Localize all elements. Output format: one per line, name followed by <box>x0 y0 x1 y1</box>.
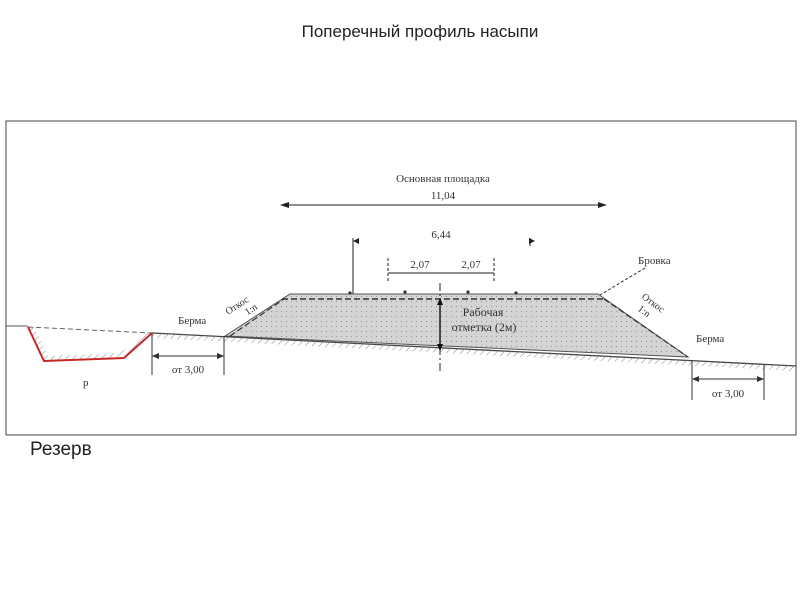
dist-left-arrow-1 <box>152 353 159 359</box>
bevel-left-label: 2,07 <box>410 259 430 271</box>
inner-width-arrow-left <box>353 238 359 244</box>
ground-dashed-extension <box>27 326 153 334</box>
reserve-pit <box>27 326 153 363</box>
reserve-caption: Резерв <box>30 439 92 460</box>
working-mark-arrow-bottom <box>437 344 443 351</box>
rail-marker <box>403 290 407 294</box>
edge-leader <box>599 267 646 296</box>
dist-right-arrow-2 <box>757 376 764 382</box>
main-platform-width: 11,04 <box>431 190 456 202</box>
reserve-mark: р <box>83 377 89 389</box>
reserve-pit-hatch <box>28 327 152 361</box>
working-mark-label-line2: отметка (2м) <box>452 320 517 334</box>
dist-right-arrow-1 <box>692 376 699 382</box>
ground-hatch <box>152 333 796 371</box>
working-mark-arrow-top <box>437 298 443 305</box>
drawing-frame <box>5 120 797 436</box>
main-platform-arrow-right <box>598 202 607 208</box>
edge-label: Бровка <box>638 255 671 267</box>
berm-right-label: Берма <box>696 333 724 345</box>
rail-marker <box>514 291 518 295</box>
berm-left-label: Берма <box>178 315 206 327</box>
main-platform-arrow-left <box>280 202 289 208</box>
rail-marker <box>348 291 352 295</box>
inner-width-arrow-right <box>529 238 535 244</box>
slope-dashed-right <box>603 298 689 358</box>
slide-title: Поперечный профиль насыпи <box>301 22 539 41</box>
rail-marker <box>466 290 470 294</box>
bevel-right-label: 2,07 <box>461 259 481 271</box>
main-platform-label: Основная площадка <box>396 173 490 185</box>
dist-left-label: от 3,00 <box>172 364 205 376</box>
working-mark-label-line1: Рабочая <box>463 305 504 319</box>
embankment-body <box>223 293 690 358</box>
inner-width-label: 6,44 <box>431 229 451 241</box>
dist-left-arrow-2 <box>217 353 224 359</box>
slope-dashed-left <box>229 298 285 337</box>
dist-right-label: от 3,00 <box>712 388 745 400</box>
